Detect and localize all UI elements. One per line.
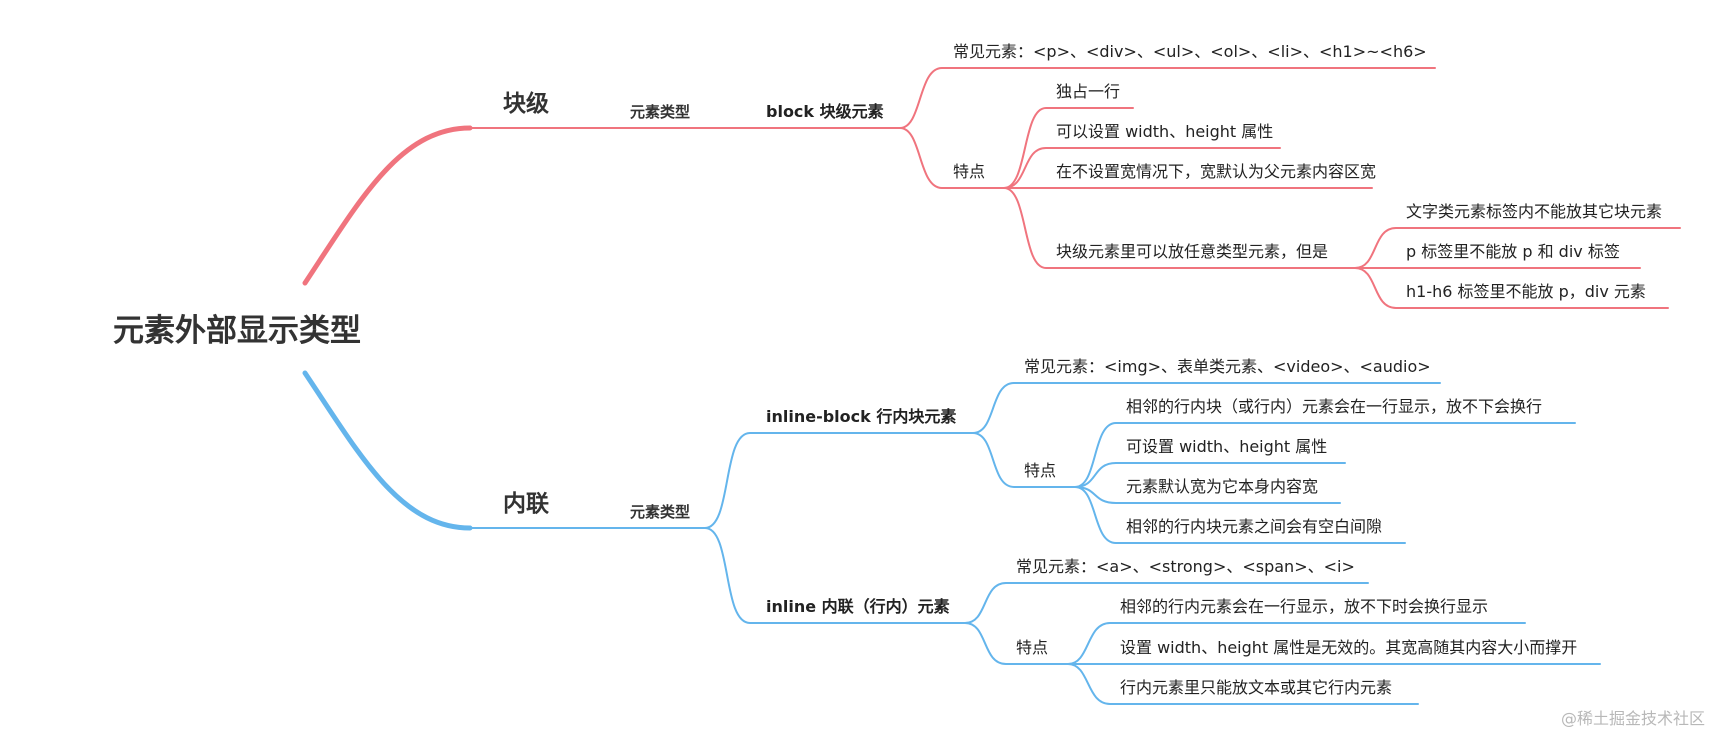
inline-branch [302,370,1601,705]
inline-el-feature-1: 相邻的行内元素会在一行显示，放不下时会换行显示 [1120,597,1488,616]
inline-block-node-label: inline-block 行内块元素 [766,407,956,426]
block-feature-1-connector [1003,107,1134,189]
inline-block-feature-label: 特点 [1024,461,1056,480]
block-feature-label: 特点 [953,162,985,181]
inline-block-feature-4: 相邻的行内块元素之间会有空白间隙 [1126,517,1382,536]
block-exception-2: p 标签里不能放 p 和 div 标签 [1406,242,1620,261]
inline-el-common-connector [964,582,1369,624]
inline-block-feature-2: 可设置 width、height 属性 [1126,437,1327,456]
inline-block-feature-connector [972,432,1076,488]
block-exception-1: 文字类元素标签内不能放其它块元素 [1406,202,1662,221]
block-feature-1: 独占一行 [1056,82,1120,101]
inline-el-feature-connector [964,622,1069,665]
block-feature-2-connector [1003,147,1281,189]
inline-el-feature-1-connector [1067,622,1526,665]
block-label: 块级 [503,90,549,117]
block-type-label: 元素类型 [630,103,690,121]
inline-block-feature-4-connector [1074,486,1406,544]
inline-block-feature-3-connector [1074,486,1341,504]
block-node-label: block 块级元素 [766,102,884,121]
watermark: @稀土掘金技术社区 [1561,709,1705,728]
root-title: 元素外部显示类型 [113,313,361,349]
inline-label: 内联 [503,491,549,517]
inline-el-feature-3-connector [1067,663,1419,705]
block-to-common-connector [899,67,1436,129]
inline-to-inline-block-connector [704,432,974,529]
block-common-elements: 常见元素：<p>、<div>、<ul>、<ol>、<li>、<h1>~<h6> [953,42,1427,61]
inline-block-feature-1-connector [1074,422,1576,488]
inline-block-common-elements: 常见元素：<img>、表单类元素、<video>、<audio> [1024,357,1431,376]
block-feature-4: 块级元素里可以放任意类型元素，但是 [1056,242,1328,261]
block-exception-3-connector [1354,267,1669,309]
inline-type-label: 元素类型 [630,503,690,521]
block-branch [302,67,1681,309]
inline-block-feature-2-connector [1074,462,1346,488]
inline-to-inline-el-connector [704,527,966,624]
inline-block-feature-3: 元素默认宽为它本身内容宽 [1126,477,1318,496]
block-feature-3: 在不设置宽情况下，宽默认为父元素内容区宽 [1056,162,1376,181]
block-exception-1-connector [1354,227,1681,269]
inline-block-feature-1: 相邻的行内块（或行内）元素会在一行显示，放不下会换行 [1126,397,1542,416]
block-exception-3: h1-h6 标签里不能放 p，div 元素 [1406,282,1646,301]
block-feature-2: 可以设置 width、height 属性 [1056,122,1273,141]
inline-el-feature-3: 行内元素里只能放文本或其它行内元素 [1120,678,1392,697]
root-to-inline-connector [302,370,473,531]
inline-el-common-elements: 常见元素：<a>、<strong>、<span>、<i> [1016,557,1355,576]
block-to-feature-connector [899,127,1005,189]
inline-el-feature-2: 设置 width、height 属性是无效的。其宽高随其内容大小而撑开 [1120,638,1577,657]
inline-block-common-connector [972,382,1441,434]
block-feature-4-connector [1003,187,1356,269]
inline-el-feature-label: 特点 [1016,638,1048,657]
root-to-block-connector [302,125,473,286]
inline-el-node-label: inline 内联（行内）元素 [766,597,950,616]
